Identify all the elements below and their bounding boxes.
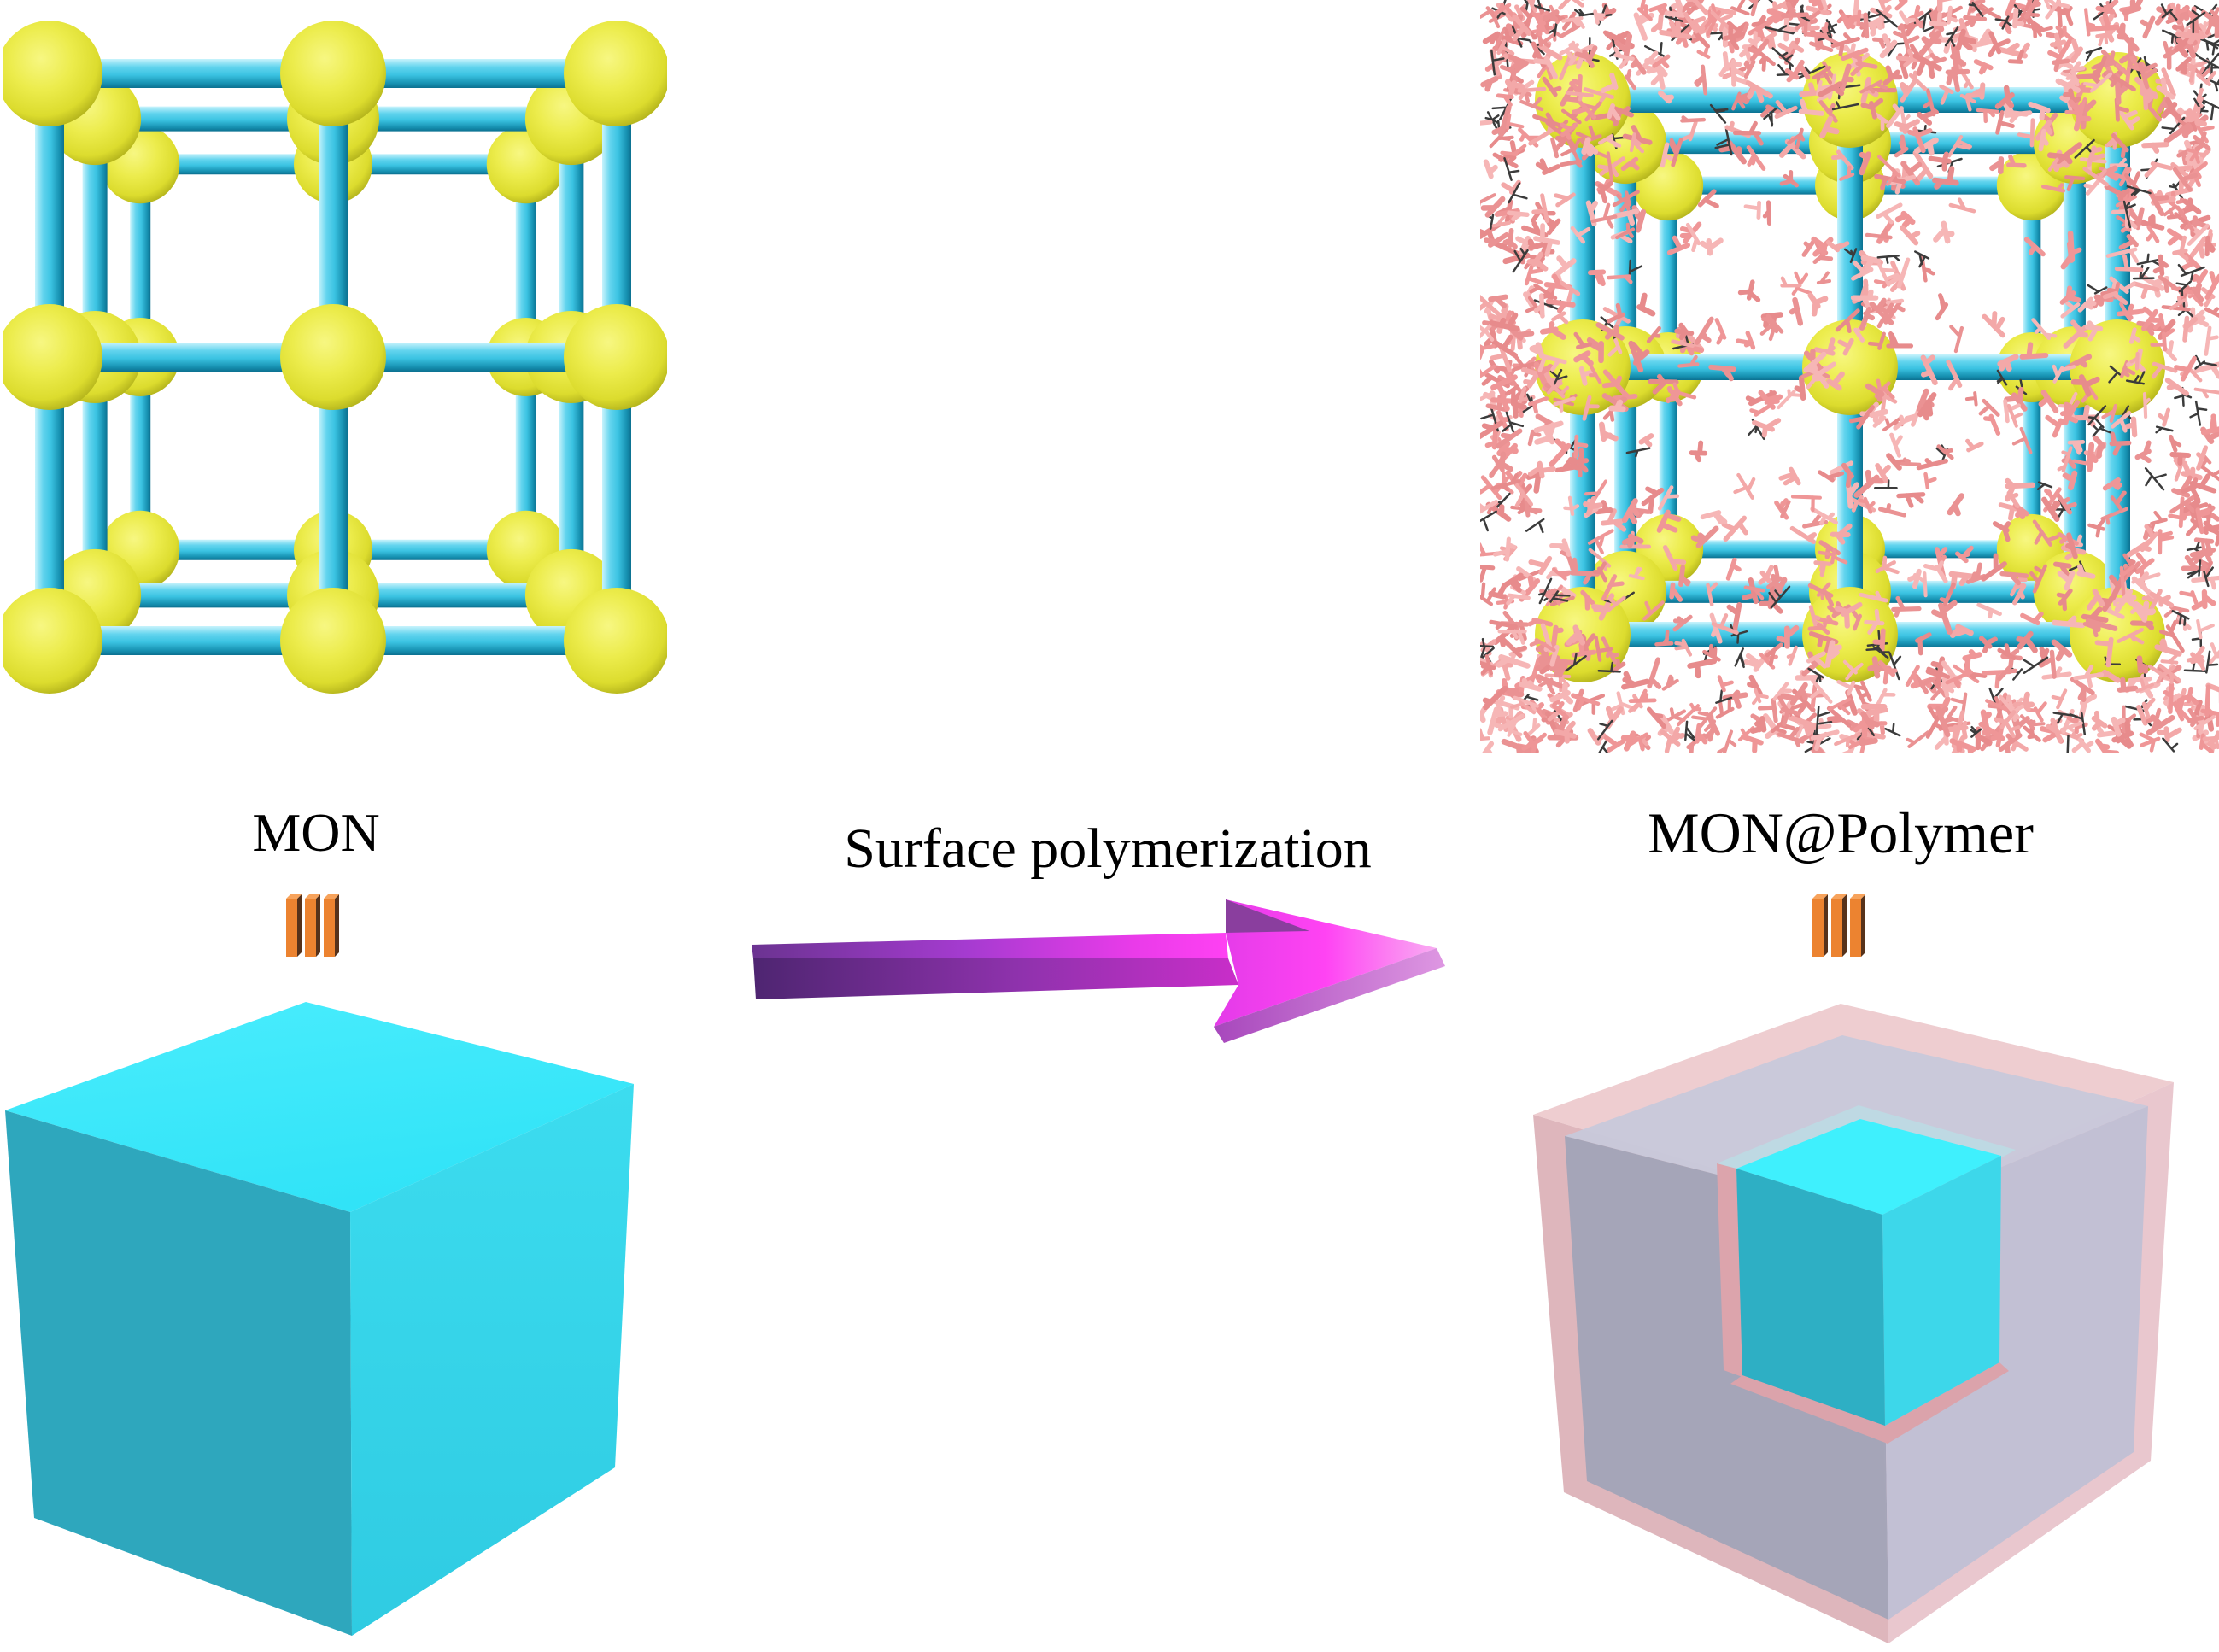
arrow-shaft-front — [753, 958, 1238, 999]
core-top-face — [1736, 1119, 2001, 1215]
mon-polymer-lattice-figure — [1480, 0, 2219, 753]
cube-left-face — [5, 1110, 352, 1636]
cyan-cube — [5, 1002, 634, 1636]
polymer-chain-coating — [1480, 0, 2219, 753]
cube-top-face — [5, 1002, 634, 1212]
arrow-head-facet — [1226, 899, 1309, 933]
notch-left-rim — [1717, 1163, 1742, 1377]
arrow-shaft-top — [752, 933, 1228, 958]
mon-polymer-cube-figure — [1533, 1004, 2174, 1643]
triple-bars-icon — [1812, 894, 1865, 957]
triple-bars-left — [286, 894, 339, 957]
lattice-nodes-and-linkers — [3, 21, 667, 694]
surface-polymerization-arrow — [752, 899, 1445, 1043]
mon-polymer-label: MON@Polymer — [1648, 800, 2034, 865]
mon-cube-figure — [5, 1002, 634, 1636]
core-left-face — [1736, 1169, 1885, 1426]
core-right-face — [1882, 1156, 2001, 1426]
notch-ledge — [1730, 1362, 2009, 1444]
arrow-head-underside — [1214, 948, 1445, 1043]
mon-label: MON — [252, 802, 380, 863]
triple-bars-right — [1812, 894, 1865, 957]
triple-bars-icon — [286, 894, 339, 957]
right-arrow-icon — [752, 899, 1445, 1043]
mon-lattice-figure — [3, 21, 667, 694]
polymer-shell-cube — [1533, 1004, 2174, 1643]
cube-right-face — [350, 1084, 634, 1636]
surface-polymerization-label: Surface polymerization — [844, 817, 1372, 880]
